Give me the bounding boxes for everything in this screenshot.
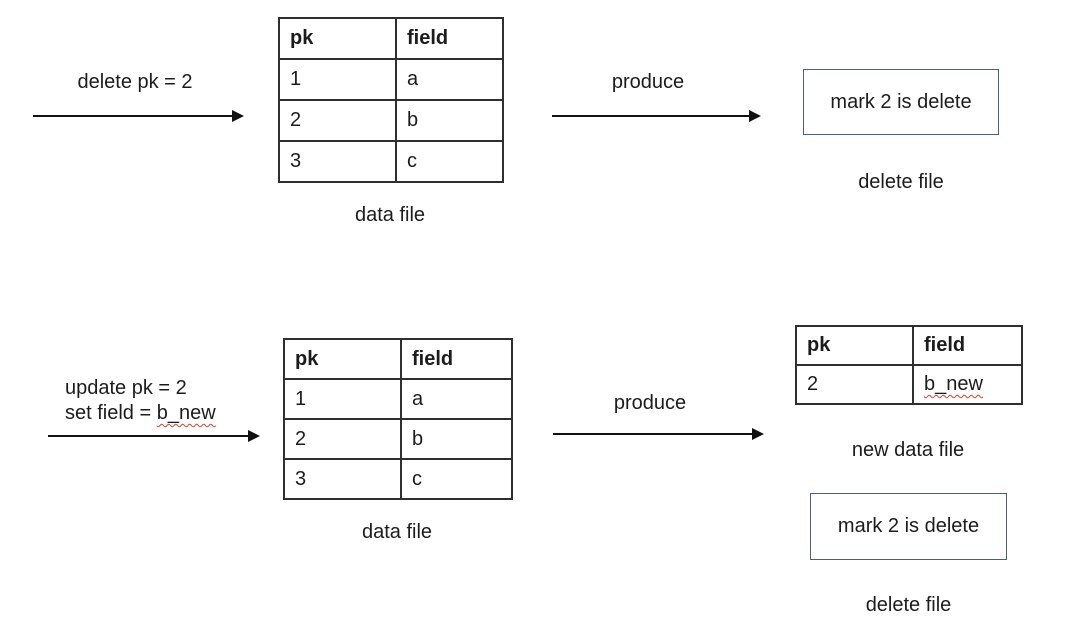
table-row: 1 a <box>283 378 513 420</box>
table-row: 3 c <box>278 140 504 183</box>
data-file-caption-top: data file <box>354 204 426 226</box>
table-row: 2 b <box>278 99 504 142</box>
table-cell: b <box>400 418 513 460</box>
table-cell: 3 <box>278 140 397 183</box>
update-action-line2-term: b_new <box>156 402 216 424</box>
table-cell: c <box>395 140 504 183</box>
update-action-line2-prefix: set field = <box>65 402 157 424</box>
table-cell: 2 <box>795 364 914 405</box>
data-file-table-bottom: pk field 1 a 2 b 3 c <box>283 338 513 500</box>
arrow-right-icon <box>552 110 761 122</box>
table-cell: 1 <box>283 378 402 420</box>
delete-action-label: delete pk = 2 <box>77 71 193 93</box>
update-action-line2: set field = b_new <box>65 401 216 426</box>
produce-label-top: produce <box>611 71 685 93</box>
table-row: 2 b_new <box>795 364 1023 405</box>
new-data-file-table: pk field 2 b_new <box>795 325 1023 405</box>
col-header-pk: pk <box>278 17 397 60</box>
col-header-field: field <box>395 17 504 60</box>
update-action-line1: update pk = 2 <box>65 377 187 399</box>
table-cell: 3 <box>283 458 402 500</box>
delete-file-caption-bottom: delete file <box>865 594 952 616</box>
col-header-field: field <box>400 338 513 380</box>
table-cell: a <box>400 378 513 420</box>
table-cell: a <box>395 58 504 101</box>
table-cell: 2 <box>278 99 397 142</box>
table-header-row: pk field <box>795 325 1023 366</box>
data-file-caption-bottom: data file <box>361 521 433 543</box>
table-row: 1 a <box>278 58 504 101</box>
table-cell: 2 <box>283 418 402 460</box>
col-header-pk: pk <box>283 338 402 380</box>
delete-file-caption-top: delete file <box>858 171 944 193</box>
arrow-right-icon <box>33 110 244 122</box>
table-header-row: pk field <box>283 338 513 380</box>
data-file-table-top: pk field 1 a 2 b 3 c <box>278 17 504 183</box>
table-cell: c <box>400 458 513 500</box>
delete-mark-text: mark 2 is delete <box>830 90 972 113</box>
delete-mark-box-bottom: mark 2 is delete <box>810 493 1007 560</box>
arrow-right-icon <box>48 430 260 442</box>
update-action-label: update pk = 2 set field = b_new <box>65 376 216 426</box>
col-header-pk: pk <box>795 325 914 366</box>
table-row: 3 c <box>283 458 513 500</box>
table-header-row: pk field <box>278 17 504 60</box>
delete-mark-text: mark 2 is delete <box>837 515 980 537</box>
delete-mark-box-top: mark 2 is delete <box>803 69 999 135</box>
table-row: 2 b <box>283 418 513 460</box>
arrow-right-icon <box>553 428 764 440</box>
table-cell: b <box>395 99 504 142</box>
produce-label-bottom: produce <box>613 392 687 414</box>
new-data-file-caption: new data file <box>851 439 965 461</box>
col-header-field: field <box>912 325 1023 366</box>
misspelled-value: b_new <box>924 373 983 395</box>
table-cell: b_new <box>912 364 1023 405</box>
table-cell: 1 <box>278 58 397 101</box>
